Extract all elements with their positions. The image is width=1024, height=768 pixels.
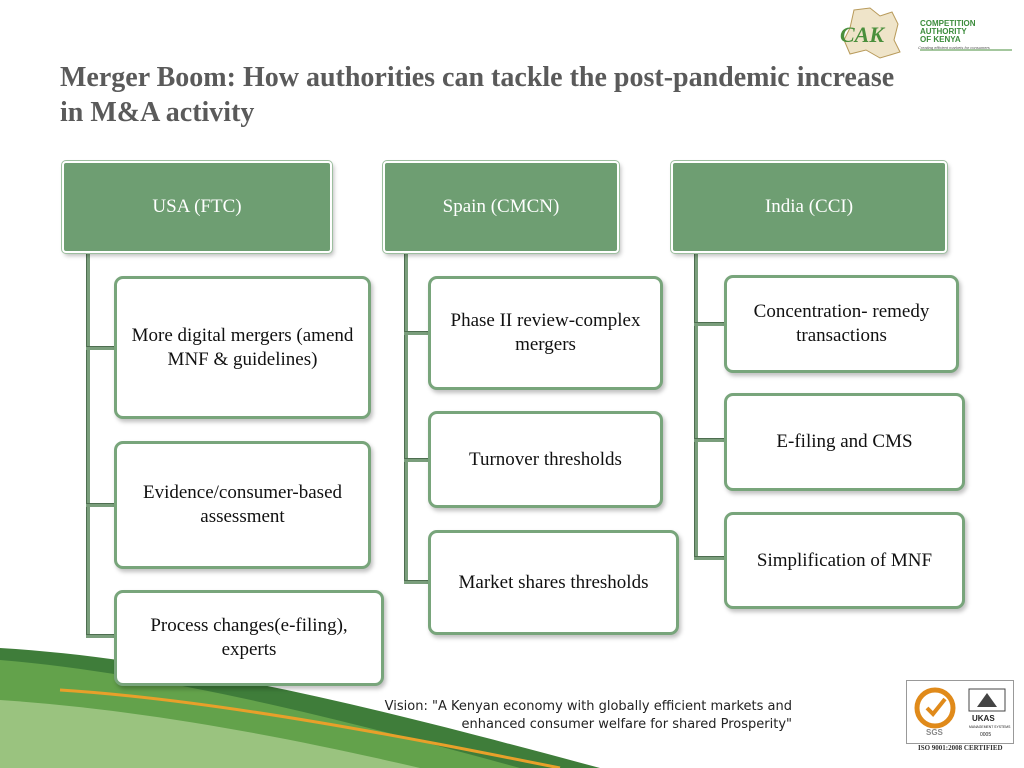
vision-line-2: enhanced consumer welfare for shared Pro… <box>461 717 792 732</box>
spain-item-1-text: Phase II review-complex mergers <box>450 310 641 355</box>
india-item-2-text: E-filing and CMS <box>776 431 913 452</box>
slide-title: Merger Boom: How authorities can tackle … <box>60 60 980 130</box>
india-item-1-text: Concentration- remedy transactions <box>753 301 930 346</box>
connector-spain-3 <box>404 580 430 584</box>
logo-line-3: OF KENYA <box>920 35 961 44</box>
usa-item-1-text: More digital mergers (amend MNF & guidel… <box>131 324 354 370</box>
india-item-simplification-mnf: Simplification of MNF <box>724 512 965 609</box>
spain-item-turnover-thresholds: Turnover thresholds <box>428 411 663 508</box>
connector-usa-3 <box>86 634 116 638</box>
connector-spain-1 <box>404 331 430 335</box>
connector-usa-vertical <box>86 250 90 638</box>
ukas-code: 0005 <box>980 732 991 738</box>
india-item-efiling-cms: E-filing and CMS <box>724 393 965 491</box>
usa-item-process-changes: Process changes(e-filing), experts <box>114 590 384 686</box>
connector-india-2 <box>694 438 726 442</box>
competition-authority-logo: CAK <box>840 7 1012 59</box>
ukas-sub-label: MANAGEMENT SYSTEMS <box>969 725 1011 729</box>
connector-india-1 <box>694 322 726 326</box>
india-item-3-text: Simplification of MNF <box>756 549 933 571</box>
title-line-2: in M&A activity <box>60 97 255 128</box>
title-line-1: Merger Boom: How authorities can tackle … <box>60 62 895 93</box>
india-item-concentration-remedy: Concentration- remedy transactions <box>724 275 959 373</box>
vision-line-1: Vision: "A Kenyan economy with globally … <box>384 699 792 714</box>
logo-line-1: COMPETITION <box>920 19 976 28</box>
connector-spain-vertical <box>404 250 408 584</box>
usa-item-evidence-assessment: Evidence/consumer-based assessment <box>114 441 371 569</box>
spain-item-phase-two-review: Phase II review-complex mergers <box>428 276 663 390</box>
logo-mark: CAK <box>840 22 885 47</box>
spain-item-3-text: Market shares thresholds <box>458 571 649 593</box>
connector-usa-1 <box>86 346 116 350</box>
connector-usa-2 <box>86 503 116 507</box>
vision-statement: Vision: "A Kenyan economy with globally … <box>340 698 792 734</box>
spain-item-market-share-thresholds: Market shares thresholds <box>428 530 679 635</box>
sgs-ukas-mark-icon: SGS UKAS MANAGEMENT SYSTEMS 0005 <box>914 687 1011 738</box>
logo-tagline: Creating efficient markets for consumers <box>918 45 990 50</box>
ukas-label: UKAS <box>972 714 995 723</box>
sgs-label: SGS <box>926 728 944 737</box>
head-usa-ftc: USA (FTC) <box>62 161 332 253</box>
usa-item-3-text: Process changes(e-filing), experts <box>150 615 348 660</box>
certification-badge: SGS UKAS MANAGEMENT SYSTEMS 0005 <box>906 680 1014 744</box>
connector-spain-2 <box>404 458 430 462</box>
usa-item-digital-mergers: More digital mergers (amend MNF & guidel… <box>114 276 371 419</box>
head-india-cci: India (CCI) <box>671 161 947 253</box>
connector-india-3 <box>694 556 726 560</box>
connector-india-vertical <box>694 250 698 560</box>
iso-certified-label: ISO 9001:2008 CERTIFIED <box>918 744 1003 752</box>
usa-item-2-text: Evidence/consumer-based assessment <box>142 482 343 527</box>
logo-line-2: AUTHORITY <box>920 27 967 36</box>
spain-item-2-text: Turnover thresholds <box>469 448 622 470</box>
head-spain-cmcn: Spain (CMCN) <box>383 161 619 253</box>
